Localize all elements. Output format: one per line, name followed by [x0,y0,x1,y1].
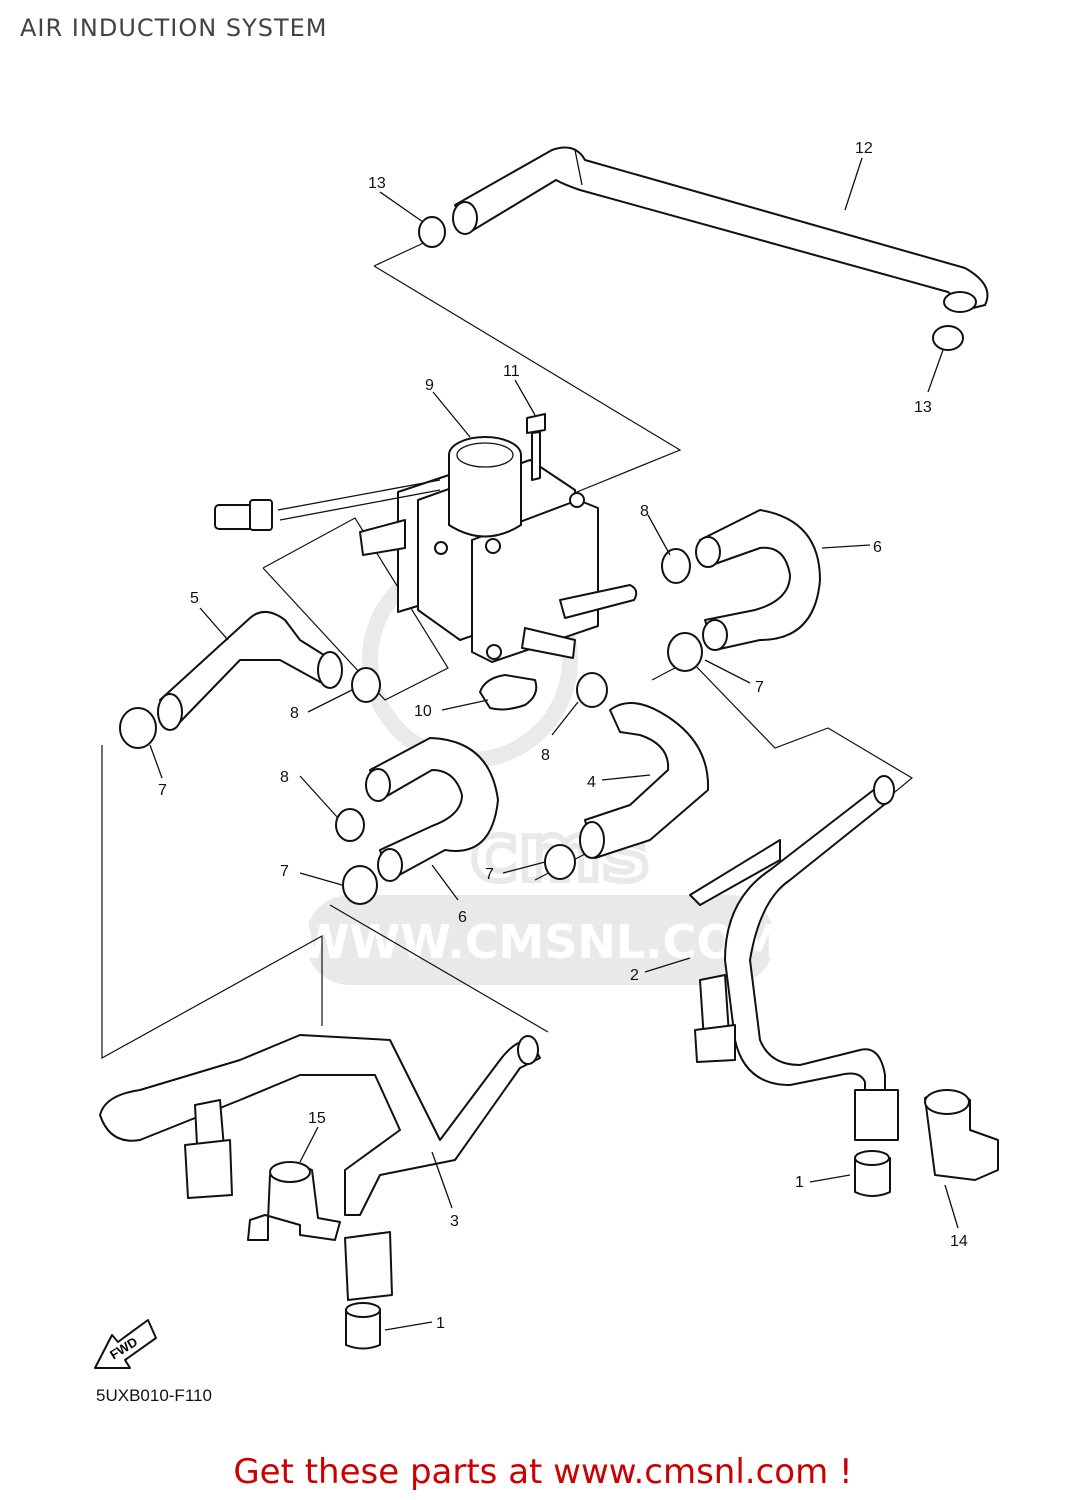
hose-clamps [119,548,703,905]
part-12-hose [418,146,989,351]
callout-6b: 6 [458,909,467,926]
watermark-text: WWW.CMSNL.COM [299,915,782,969]
callout-13b: 13 [914,399,932,416]
callout-10: 10 [414,703,432,720]
part-10-cap [479,674,538,711]
callout-7c: 7 [280,863,289,880]
banner-link[interactable]: Get these parts at www.cmsnl.com ! [233,1452,853,1492]
callout-3: 3 [450,1213,459,1230]
part-9-air-cut-valve [214,436,638,663]
part-11-bolt [526,413,546,481]
callout-5: 5 [190,590,199,607]
callout-2: 2 [630,967,639,984]
callout-13a: 13 [368,175,386,192]
callout-labels: 13 12 13 9 11 8 6 7 5 8 10 7 8 4 8 7 6 7… [158,140,968,1332]
part-6-u-hose-lower [365,737,499,882]
part-5-hose [157,611,343,731]
callout-7a: 7 [755,679,764,696]
callout-11: 11 [503,363,520,380]
part-4-hose [579,702,710,859]
part-2-pipe [689,775,899,1141]
callout-8a: 8 [640,503,649,520]
callout-4: 4 [587,774,596,791]
assembly-lines [101,239,914,1060]
part-15-holder [247,1161,341,1241]
callout-15: 15 [308,1110,326,1127]
diagram-title: AIR INDUCTION SYSTEM [20,14,328,42]
callout-1a: 1 [795,1174,804,1191]
leader-lines [149,157,959,1331]
part-14-holder [924,1089,999,1181]
callout-7d: 7 [485,866,494,883]
callout-7b: 7 [158,782,167,799]
part-3-pipe [99,1034,541,1301]
parts-diagram: WWW.CMSNL.COM cms [94,140,999,1369]
callout-1b: 1 [436,1315,445,1332]
callout-14: 14 [950,1233,968,1250]
diagram-code: 5UXB010-F110 [96,1386,212,1405]
part-1-grommets [345,1150,891,1350]
callout-8b: 8 [290,705,299,722]
callout-12: 12 [855,140,873,157]
callout-8d: 8 [280,769,289,786]
callout-8c: 8 [541,747,550,764]
callout-9: 9 [425,377,434,394]
fwd-arrow: FWD [94,1319,157,1369]
part-6-u-hose-upper [695,509,821,651]
callout-6a: 6 [873,539,882,556]
